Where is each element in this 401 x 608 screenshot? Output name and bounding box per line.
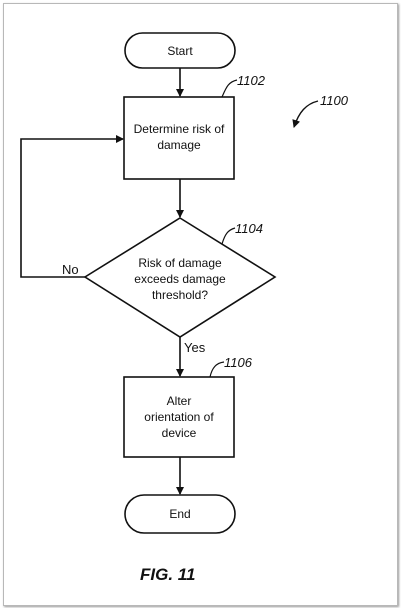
ref-1102: 1102 <box>237 73 265 88</box>
determine-risk-box <box>123 96 235 180</box>
ref-1100: 1100 <box>320 93 348 108</box>
determine-risk-label: Determine risk of damage <box>133 122 225 152</box>
ref-1106: 1106 <box>224 355 252 370</box>
figure-caption: FIG. 11 <box>140 565 196 584</box>
pointer-1100 <box>292 100 319 128</box>
alter-orientation-label: Alter orientation of device <box>144 394 214 440</box>
leader-1106 <box>209 361 225 378</box>
leader-1102 <box>221 79 238 98</box>
arrow-no-loop <box>20 135 124 278</box>
end-terminal <box>124 494 236 534</box>
decision-label: Risk of damage exceeds damage threshold? <box>134 256 226 302</box>
no-edge-label: No <box>62 262 79 277</box>
leader-1104 <box>221 227 236 245</box>
alter-orientation-box <box>123 376 235 458</box>
start-label: Start <box>167 44 193 58</box>
end-label: End <box>169 507 191 521</box>
yes-edge-label: Yes <box>184 340 206 355</box>
ref-1104: 1104 <box>235 221 263 236</box>
